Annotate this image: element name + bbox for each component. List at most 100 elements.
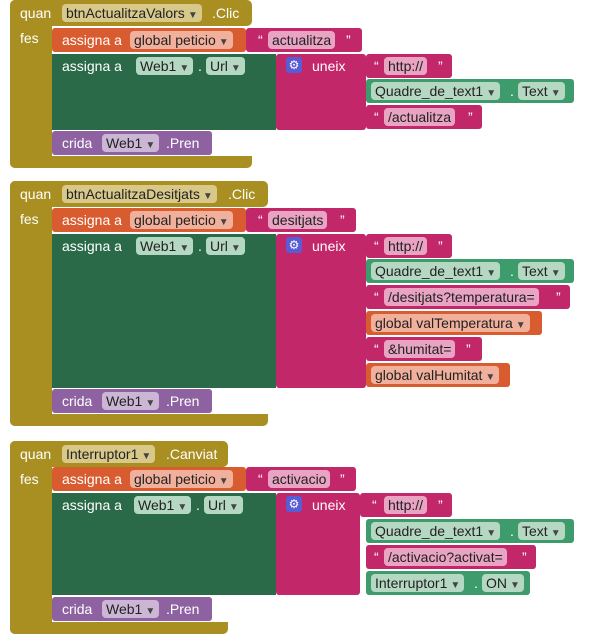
component-property-getter[interactable]: Interruptor1▼ . ON▼ (366, 571, 530, 595)
text-block[interactable]: “ activacio ” (246, 467, 356, 491)
dropdown-arrow-icon: ▼ (179, 243, 190, 254)
join-label: uneix (312, 238, 346, 254)
do-label: fes (20, 30, 39, 46)
call-label: crida (62, 601, 93, 617)
call-method-block[interactable]: crida Web1▼ .Pren (52, 597, 212, 621)
set-variable-block[interactable]: assigna a global peticio▼ (52, 208, 246, 232)
event-block-Interruptor1[interactable]: quan Interruptor1▼ .Canviat fes (10, 441, 228, 634)
event-body-left (10, 0, 52, 168)
dropdown-arrow-icon: ▼ (510, 580, 520, 591)
variable-dropdown[interactable]: global peticio▼ (130, 470, 233, 488)
text-value[interactable]: /desitjats?temperatura= (384, 288, 539, 306)
dropdown-arrow-icon: ▼ (228, 502, 239, 513)
text-value[interactable]: desitjats (268, 211, 328, 229)
set-property-block[interactable]: assigna a Web1▼ . Url▼ (52, 234, 276, 388)
component-property-getter[interactable]: Quadre_de_text1▼ . Text▼ (366, 79, 574, 103)
call-method-block[interactable]: crida Web1▼ .Pren (52, 389, 212, 413)
component-dropdown[interactable]: Web1▼ (134, 496, 192, 514)
set-label: assigna a (62, 32, 122, 48)
component-property-getter[interactable]: Quadre_de_text1▼ . Text▼ (366, 259, 574, 283)
text-block[interactable]: “ actualitza ” (246, 28, 362, 52)
dropdown-arrow-icon: ▼ (179, 63, 190, 74)
text-block[interactable]: “ /activacio?activat= ” (366, 545, 536, 569)
gear-icon[interactable]: ⚙ (286, 237, 302, 253)
dropdown-arrow-icon: ▼ (515, 320, 526, 331)
gear-icon[interactable]: ⚙ (286, 57, 302, 73)
component-dropdown[interactable]: btnActualitzaDesitjats▼ (62, 185, 217, 203)
component-dropdown[interactable]: Interruptor1▼ (62, 445, 156, 463)
dropdown-arrow-icon: ▼ (218, 476, 229, 487)
call-label: crida (62, 135, 93, 151)
component-dropdown[interactable]: Web1▼ (136, 237, 194, 255)
variable-dropdown[interactable]: global valHumitat▼ (371, 366, 500, 384)
event-footer (10, 156, 252, 168)
variable-dropdown[interactable]: global peticio▼ (130, 211, 233, 229)
component-property-getter[interactable]: Quadre_de_text1▼ . Text▼ (366, 519, 574, 543)
dropdown-arrow-icon: ▼ (486, 88, 497, 99)
component-dropdown[interactable]: Quadre_de_text1▼ (371, 522, 501, 540)
text-block[interactable]: “ &humitat= ” (366, 337, 482, 361)
event-body-left (10, 181, 52, 426)
join-block[interactable]: ⚙ uneix (276, 234, 366, 388)
text-block[interactable]: “ desitjats ” (246, 208, 356, 232)
text-value[interactable]: activacio (268, 470, 331, 488)
text-block[interactable]: “ /actualitza ” (366, 105, 482, 129)
property-dropdown[interactable]: Url▼ (206, 237, 245, 255)
dropdown-arrow-icon: ▼ (550, 88, 561, 99)
component-dropdown[interactable]: Web1▼ (102, 392, 160, 410)
text-block[interactable]: “ /desitjats?temperatura= ” (366, 285, 570, 309)
dropdown-arrow-icon: ▼ (177, 502, 188, 513)
set-label: assigna a (62, 212, 122, 228)
variable-dropdown[interactable]: global valTemperatura▼ (371, 314, 530, 332)
property-dropdown[interactable]: Url▼ (204, 496, 243, 514)
text-value[interactable]: http:// (384, 57, 428, 75)
text-value[interactable]: http:// (384, 496, 428, 514)
dropdown-arrow-icon: ▼ (486, 528, 497, 539)
dropdown-arrow-icon: ▼ (450, 580, 461, 591)
set-property-block[interactable]: assigna a Web1▼ . Url▼ (52, 493, 276, 595)
text-value[interactable]: /activacio?activat= (384, 548, 507, 566)
variable-dropdown[interactable]: global peticio▼ (130, 31, 233, 49)
component-dropdown[interactable]: Quadre_de_text1▼ (371, 262, 501, 280)
component-dropdown[interactable]: btnActualitzaValors▼ (62, 4, 202, 22)
component-dropdown[interactable]: Web1▼ (102, 134, 160, 152)
dropdown-arrow-icon: ▼ (550, 528, 561, 539)
event-block-btnActualitzaValors[interactable]: quan btnActualitzaValors▼ .Clic fes (10, 0, 252, 168)
component-dropdown[interactable]: Web1▼ (102, 600, 160, 618)
method-name: .Pren (166, 135, 200, 151)
property-dropdown[interactable]: Url▼ (206, 57, 245, 75)
call-method-block[interactable]: crida Web1▼ .Pren (52, 131, 212, 155)
text-block[interactable]: “ http:// ” (366, 234, 452, 258)
set-variable-block[interactable]: assigna a global peticio▼ (52, 467, 246, 491)
set-property-block[interactable]: assigna a Web1▼ . Url▼ (52, 54, 276, 130)
get-variable-block[interactable]: global valTemperatura▼ (366, 311, 542, 335)
join-label: uneix (312, 497, 346, 513)
get-variable-block[interactable]: global valHumitat▼ (366, 363, 510, 387)
property-dropdown[interactable]: Text▼ (518, 82, 565, 100)
call-label: crida (62, 393, 93, 409)
text-block[interactable]: “ http:// ” (360, 493, 452, 517)
text-value[interactable]: /actualitza (384, 108, 456, 126)
join-block[interactable]: ⚙ uneix (276, 54, 366, 130)
join-block[interactable]: ⚙ uneix (276, 493, 360, 595)
event-footer (10, 622, 228, 634)
set-variable-block[interactable]: assigna a global peticio▼ (52, 28, 246, 52)
property-dropdown[interactable]: Text▼ (518, 262, 565, 280)
property-dropdown[interactable]: Text▼ (518, 522, 565, 540)
dropdown-arrow-icon: ▼ (145, 140, 156, 151)
text-value[interactable]: actualitza (268, 31, 336, 49)
component-dropdown[interactable]: Quadre_de_text1▼ (371, 82, 501, 100)
text-block[interactable]: “ http:// ” (366, 54, 452, 78)
text-value[interactable]: &humitat= (384, 340, 456, 358)
event-name: .Canviat (166, 446, 218, 462)
gear-icon[interactable]: ⚙ (286, 496, 302, 512)
event-block-btnActualitzaDesitjats[interactable]: quan btnActualitzaDesitjats▼ .Clic fes (10, 181, 268, 426)
dropdown-arrow-icon: ▼ (187, 10, 198, 21)
property-dropdown[interactable]: ON▼ (482, 574, 524, 592)
when-label: quan (20, 446, 52, 462)
component-dropdown[interactable]: Web1▼ (136, 57, 194, 75)
dropdown-arrow-icon: ▼ (230, 63, 241, 74)
text-value[interactable]: http:// (384, 237, 428, 255)
component-dropdown[interactable]: Interruptor1▼ (371, 574, 465, 592)
event-body-left (10, 441, 52, 634)
